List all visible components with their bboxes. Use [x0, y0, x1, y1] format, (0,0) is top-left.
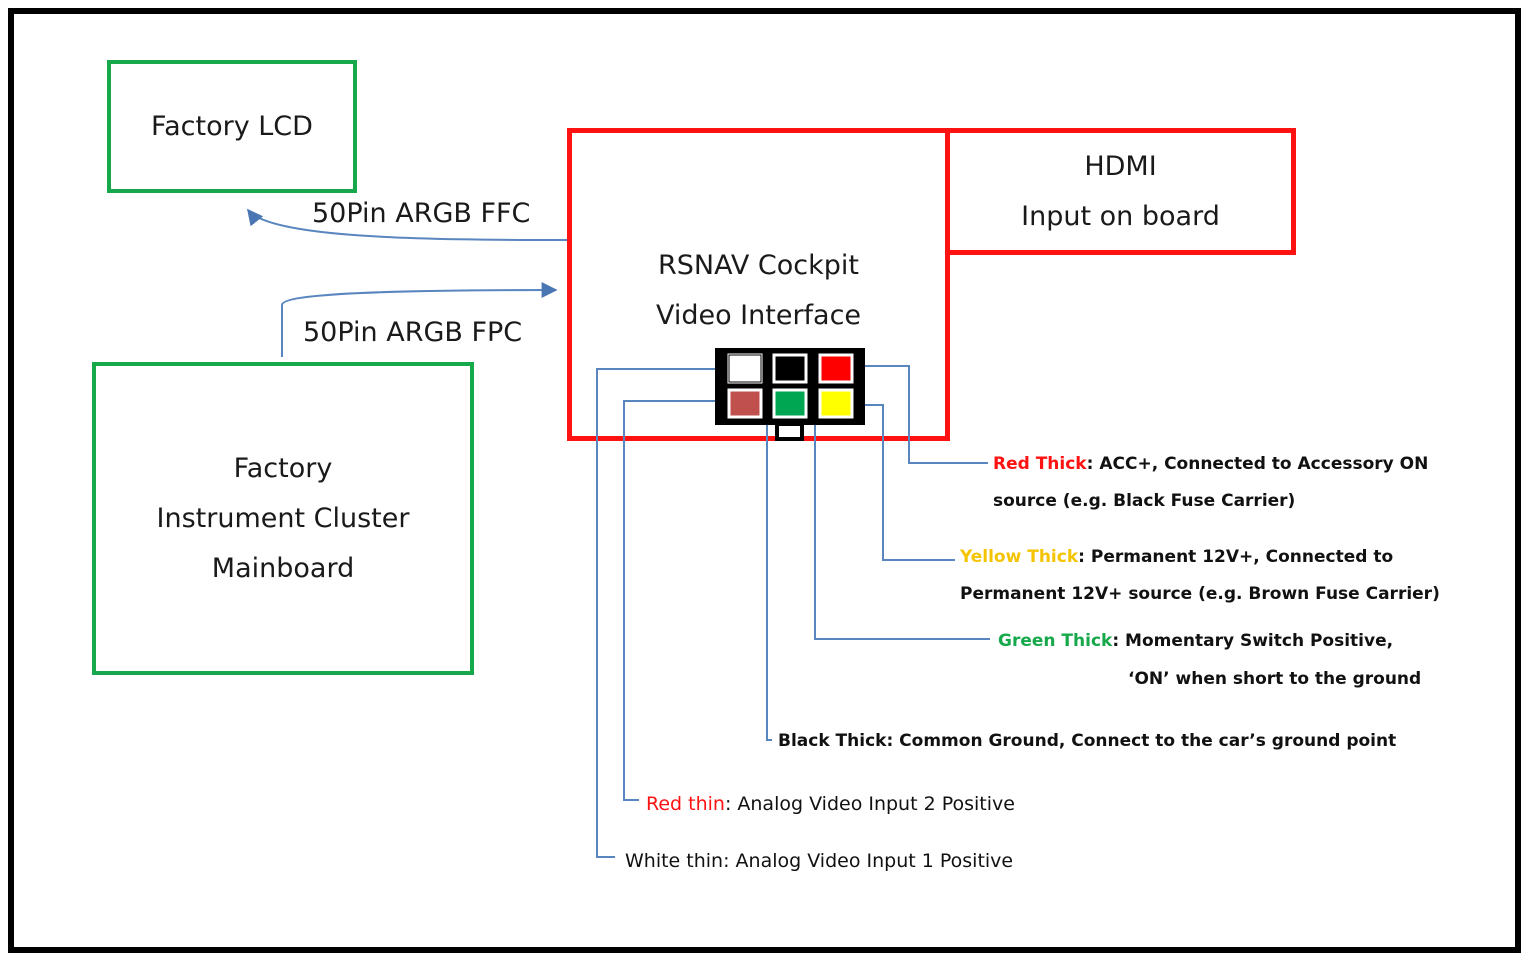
hdmi-input-box: HDMI Input on board [945, 128, 1296, 255]
red-thin-desc: : Analog Video Input 2 Positive [724, 793, 1015, 815]
yellow-thick-name: Yellow Thick [960, 547, 1079, 567]
yellow-thick-wire [852, 404, 955, 561]
green-thick-note-line2: ‘ON’ when short to the ground [1128, 669, 1422, 689]
instrument-cluster-box: Factory Instrument Cluster Mainboard [92, 362, 474, 675]
cluster-label-line3: Mainboard [211, 552, 355, 584]
cluster-label-line2: Instrument Cluster [156, 502, 410, 534]
red-thick-desc1: : ACC+, Connected to Accessory ON [1086, 454, 1429, 474]
black-thick-note: Black Thick: Common Ground, Connect to t… [778, 731, 1397, 751]
fpc-arrow [281, 282, 558, 357]
interface-label-line2: Video Interface [655, 300, 862, 331]
red-thick-name: Red Thick [993, 454, 1087, 474]
factory-lcd-box: Factory LCD [107, 60, 357, 193]
ffc-arrow [247, 208, 568, 241]
red-thick-wire [852, 365, 988, 464]
red-thick-note: Red Thick: ACC+, Connected to Accessory … [993, 445, 1428, 483]
red-thin-name: Red thin [646, 793, 725, 815]
red-thin-wire [623, 400, 738, 801]
yellow-thick-note-line2: Permanent 12V+ source (e.g. Brown Fuse C… [960, 584, 1440, 604]
white-thin-note: White thin: Analog Video Input 1 Positiv… [625, 850, 1014, 872]
red-thick-note-line2: source (e.g. Black Fuse Carrier) [993, 491, 1296, 511]
white-thin-wire [596, 368, 738, 858]
fpc-cable-label: 50Pin ARGB FPC [303, 317, 523, 348]
interface-label-line1: RSNAV Cockpit [658, 250, 859, 281]
green-thick-note: Green Thick: Momentary Switch Positive, [998, 622, 1393, 660]
green-thick-name: Green Thick [998, 631, 1113, 651]
hdmi-label-line2: Input on board [1021, 200, 1220, 232]
rsnav-interface-box: RSNAV Cockpit Video Interface [567, 128, 950, 441]
green-thick-desc1: : Momentary Switch Positive, [1112, 631, 1394, 651]
factory-lcd-label: Factory LCD [151, 110, 313, 142]
cluster-label-line1: Factory [233, 452, 333, 484]
ffc-cable-label: 50Pin ARGB FFC [312, 198, 531, 229]
yellow-thick-note: Yellow Thick: Permanent 12V+, Connected … [960, 538, 1393, 576]
red-thin-note: Red thin: Analog Video Input 2 Positive [646, 785, 1015, 823]
hdmi-label-line1: HDMI [1084, 150, 1157, 182]
yellow-thick-desc1: : Permanent 12V+, Connected to [1078, 547, 1394, 567]
six-pin-connector [715, 348, 865, 441]
